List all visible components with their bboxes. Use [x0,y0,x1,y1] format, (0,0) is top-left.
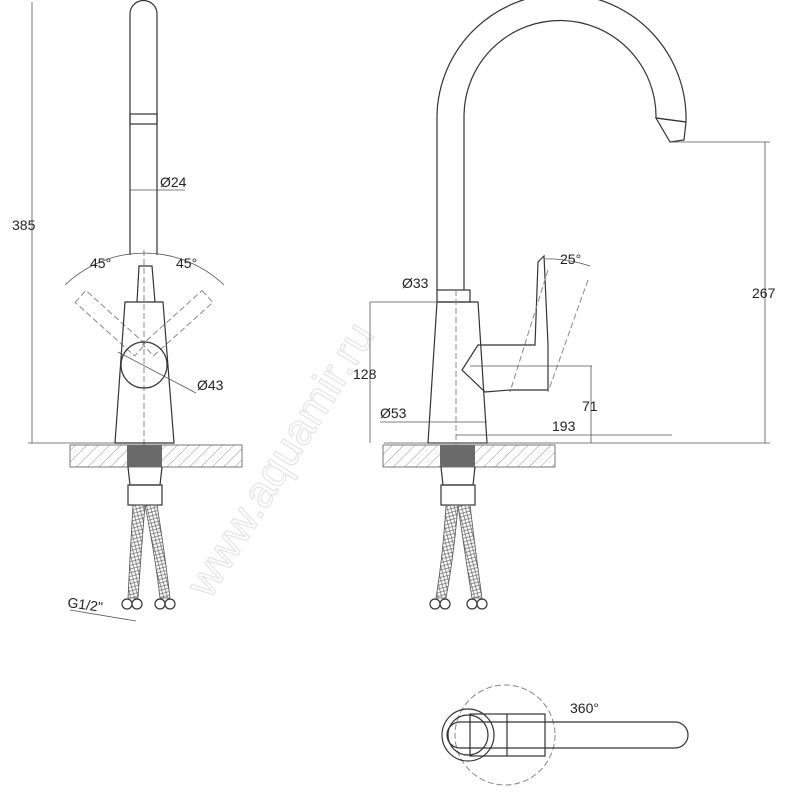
spout [436,0,687,290]
dim-d43: Ø43 [197,377,224,393]
handle [461,254,549,393]
thread [440,445,475,467]
dim-385: 385 [12,217,36,233]
dim-128: 128 [353,366,377,382]
spout-top [446,721,689,749]
dim-360: 360° [570,700,599,716]
hose-right [144,504,171,599]
connector [440,484,476,506]
connector [127,484,163,506]
dim-193: 193 [552,418,576,434]
dim-angle-right: 45° [176,255,197,271]
front-view: 385 Ø24 45° 45° Ø43 G1/2" [12,0,243,622]
top-view: 360° [441,684,689,786]
hose-left [127,504,146,599]
dim-71: 71 [582,398,598,414]
dim-g12: G1/2" [67,594,104,615]
dim-d33: Ø33 [402,275,429,291]
lever-ghost-right [141,289,214,357]
spout-tip [654,117,687,143]
body [114,301,175,444]
side-view: 267 193 71 128 Ø33 Ø53 25° [353,0,776,610]
cartridge-ball [120,341,168,389]
lever-ghost-left [74,289,147,357]
lever [136,265,156,303]
dim-267: 267 [752,285,776,301]
spout-ring [129,113,158,125]
dim-angle-25: 25° [560,251,581,267]
dim-d24: Ø24 [160,174,187,190]
spout-tube [129,0,158,255]
dim-d53: Ø53 [380,405,407,421]
hose-right [457,504,483,599]
dim-angle-left: 45° [90,255,111,271]
thread [127,445,162,467]
hose-left [435,504,459,599]
